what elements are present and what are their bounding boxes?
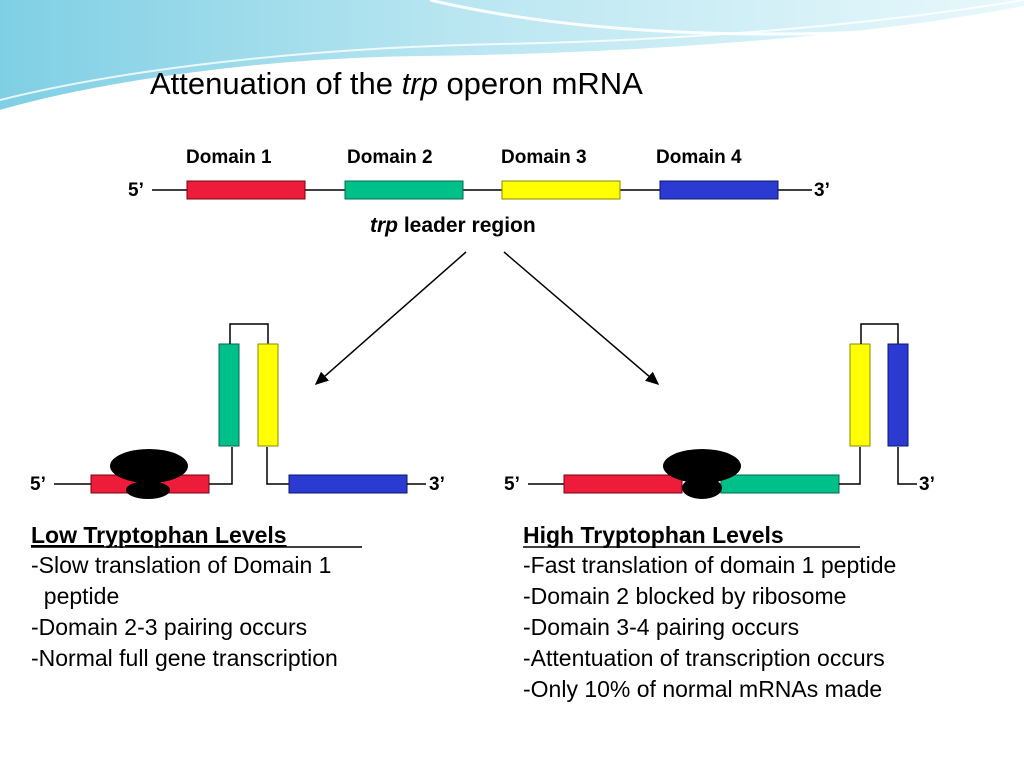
- arrow-to-low: [314, 251, 467, 385]
- leader-region-text: leader region: [398, 214, 536, 237]
- leader-5-prime-label: 5’: [128, 180, 144, 201]
- domain-3-label: Domain 3: [501, 147, 587, 168]
- header-banner: [0, 0, 1024, 114]
- low-line-2: peptide: [31, 583, 119, 609]
- high-hairpin-loop: [860, 323, 899, 344]
- low-line-1: -Slow translation of Domain 1: [31, 552, 331, 578]
- leader-region-diagram: Domain 1 Domain 2 Domain 3 Domain 4 5’ 3…: [128, 147, 830, 385]
- high-5-prime-label: 5’: [504, 474, 520, 495]
- arrow-to-high: [503, 251, 660, 385]
- high-line-5: -Only 10% of normal mRNAs made: [523, 676, 882, 702]
- high-line-1: -Fast translation of domain 1 peptide: [523, 552, 896, 578]
- title-trp: trp: [402, 66, 438, 101]
- leader-3-prime-label: 3’: [814, 180, 830, 201]
- slide-title: Attenuation of the trp operon mRNA: [150, 66, 643, 101]
- low-ribosome-large-subunit: [110, 449, 188, 483]
- high-ribosome-icon: [663, 449, 741, 499]
- title-prefix: Attenuation of the: [150, 66, 402, 101]
- high-ribosome-large-subunit: [663, 449, 741, 483]
- high-domain-3-stem: [849, 343, 871, 447]
- low-hairpin-loop: [229, 323, 269, 344]
- leader-region-label: trp leader region: [370, 214, 536, 237]
- domain-3-segment: [501, 180, 621, 200]
- domain-1-segment: [186, 180, 306, 200]
- domain-4-segment: [659, 180, 779, 200]
- title-suffix: operon mRNA: [438, 66, 643, 101]
- low-ribosome-small-subunit: [126, 481, 170, 499]
- domain-1-label: Domain 1: [186, 147, 272, 168]
- low-domain-4-segment: [288, 474, 408, 494]
- domain-2-segment: [344, 180, 464, 200]
- domain-4-label: Domain 4: [656, 147, 742, 168]
- low-ribosome-icon: [110, 449, 188, 499]
- low-domain-2-stem: [218, 343, 240, 447]
- high-domain-1-segment: [563, 474, 683, 494]
- high-line-4: -Attentuation of transcription occurs: [523, 645, 885, 671]
- low-tryptophan-notes: Low Tryptophan Levels -Slow translation …: [31, 522, 362, 671]
- low-connector-right: [266, 447, 289, 485]
- low-heading: Low Tryptophan Levels: [31, 522, 287, 548]
- low-3-prime-label: 3’: [429, 474, 445, 495]
- domain-2-label: Domain 2: [347, 147, 433, 168]
- high-ribosome-small-subunit: [682, 477, 722, 499]
- high-domain-2-segment: [720, 474, 840, 494]
- high-line-2: -Domain 2 blocked by ribosome: [523, 583, 846, 609]
- low-line-4: -Normal full gene transcription: [31, 645, 338, 671]
- low-5-prime-label: 5’: [30, 474, 46, 495]
- high-heading: High Tryptophan Levels: [523, 522, 784, 548]
- high-tryptophan-notes: High Tryptophan Levels -Fast translation…: [523, 522, 896, 702]
- high-domain-4-stem: [887, 343, 909, 447]
- high-tryptophan-diagram: 5’ 3’: [504, 323, 935, 499]
- leader-trp-italic: trp: [370, 214, 398, 237]
- high-3-prime-label: 3’: [919, 474, 935, 495]
- high-line-3: -Domain 3-4 pairing occurs: [523, 614, 799, 640]
- low-connector-left: [209, 447, 233, 485]
- high-connector-right: [897, 447, 917, 485]
- low-domain-3-stem: [257, 343, 279, 447]
- high-connector-left: [839, 447, 861, 485]
- low-tryptophan-diagram: 5’ 3’: [30, 323, 445, 499]
- low-line-3: -Domain 2-3 pairing occurs: [31, 614, 307, 640]
